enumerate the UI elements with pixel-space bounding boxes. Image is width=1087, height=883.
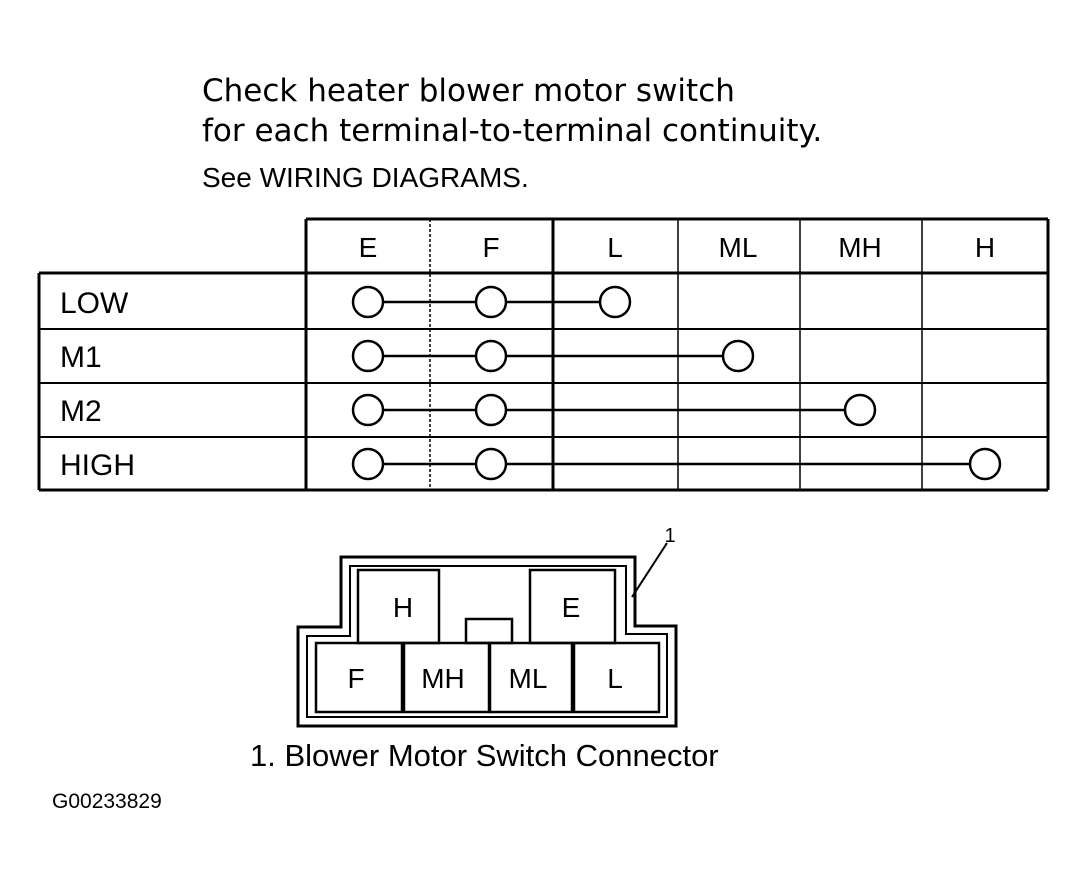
pin-label-l: L	[607, 663, 623, 694]
blower-motor-switch-connector	[296, 542, 678, 728]
instruction-line-1: Check heater blower motor switch	[202, 73, 735, 109]
column-header-l: L	[607, 232, 623, 263]
pin-label-mh: MH	[421, 663, 465, 694]
column-header-e: E	[359, 232, 378, 263]
connector-caption: 1. Blower Motor Switch Connector	[250, 738, 719, 773]
continuity-point-m1-f	[474, 339, 508, 373]
continuity-point-high-e	[351, 447, 385, 481]
instruction-line-2: for each terminal-to-terminal continuity…	[202, 113, 823, 149]
pin-label-ml: ML	[509, 663, 548, 694]
row-label-m2: M2	[60, 395, 102, 428]
instruction-line-3: See WIRING DIAGRAMS.	[202, 162, 529, 193]
continuity-table	[37, 217, 1050, 492]
column-header-mh: MH	[838, 232, 882, 263]
continuity-point-m1-e	[351, 339, 385, 373]
callout-number: 1	[664, 525, 675, 547]
pin-label-f: F	[347, 663, 364, 694]
row-label-low: LOW	[60, 287, 129, 320]
column-header-ml: ML	[719, 232, 758, 263]
continuity-point-low-e	[351, 285, 385, 319]
figure-id: G00233829	[52, 790, 162, 813]
continuity-point-low-f	[474, 285, 508, 319]
continuity-point-m1-ml	[721, 339, 755, 373]
continuity-point-m2-f	[474, 393, 508, 427]
pin-label-h: H	[393, 592, 413, 623]
pin-label-e: E	[562, 592, 581, 623]
column-header-f: F	[482, 232, 499, 263]
continuity-point-high-h	[968, 447, 1002, 481]
column-header-h: H	[975, 232, 995, 263]
continuity-point-m2-e	[351, 393, 385, 427]
row-label-m1: M1	[60, 341, 102, 374]
continuity-point-m2-mh	[843, 393, 877, 427]
continuity-point-low-l	[598, 285, 632, 319]
row-label-high: HIGH	[60, 449, 135, 482]
continuity-point-high-f	[474, 447, 508, 481]
